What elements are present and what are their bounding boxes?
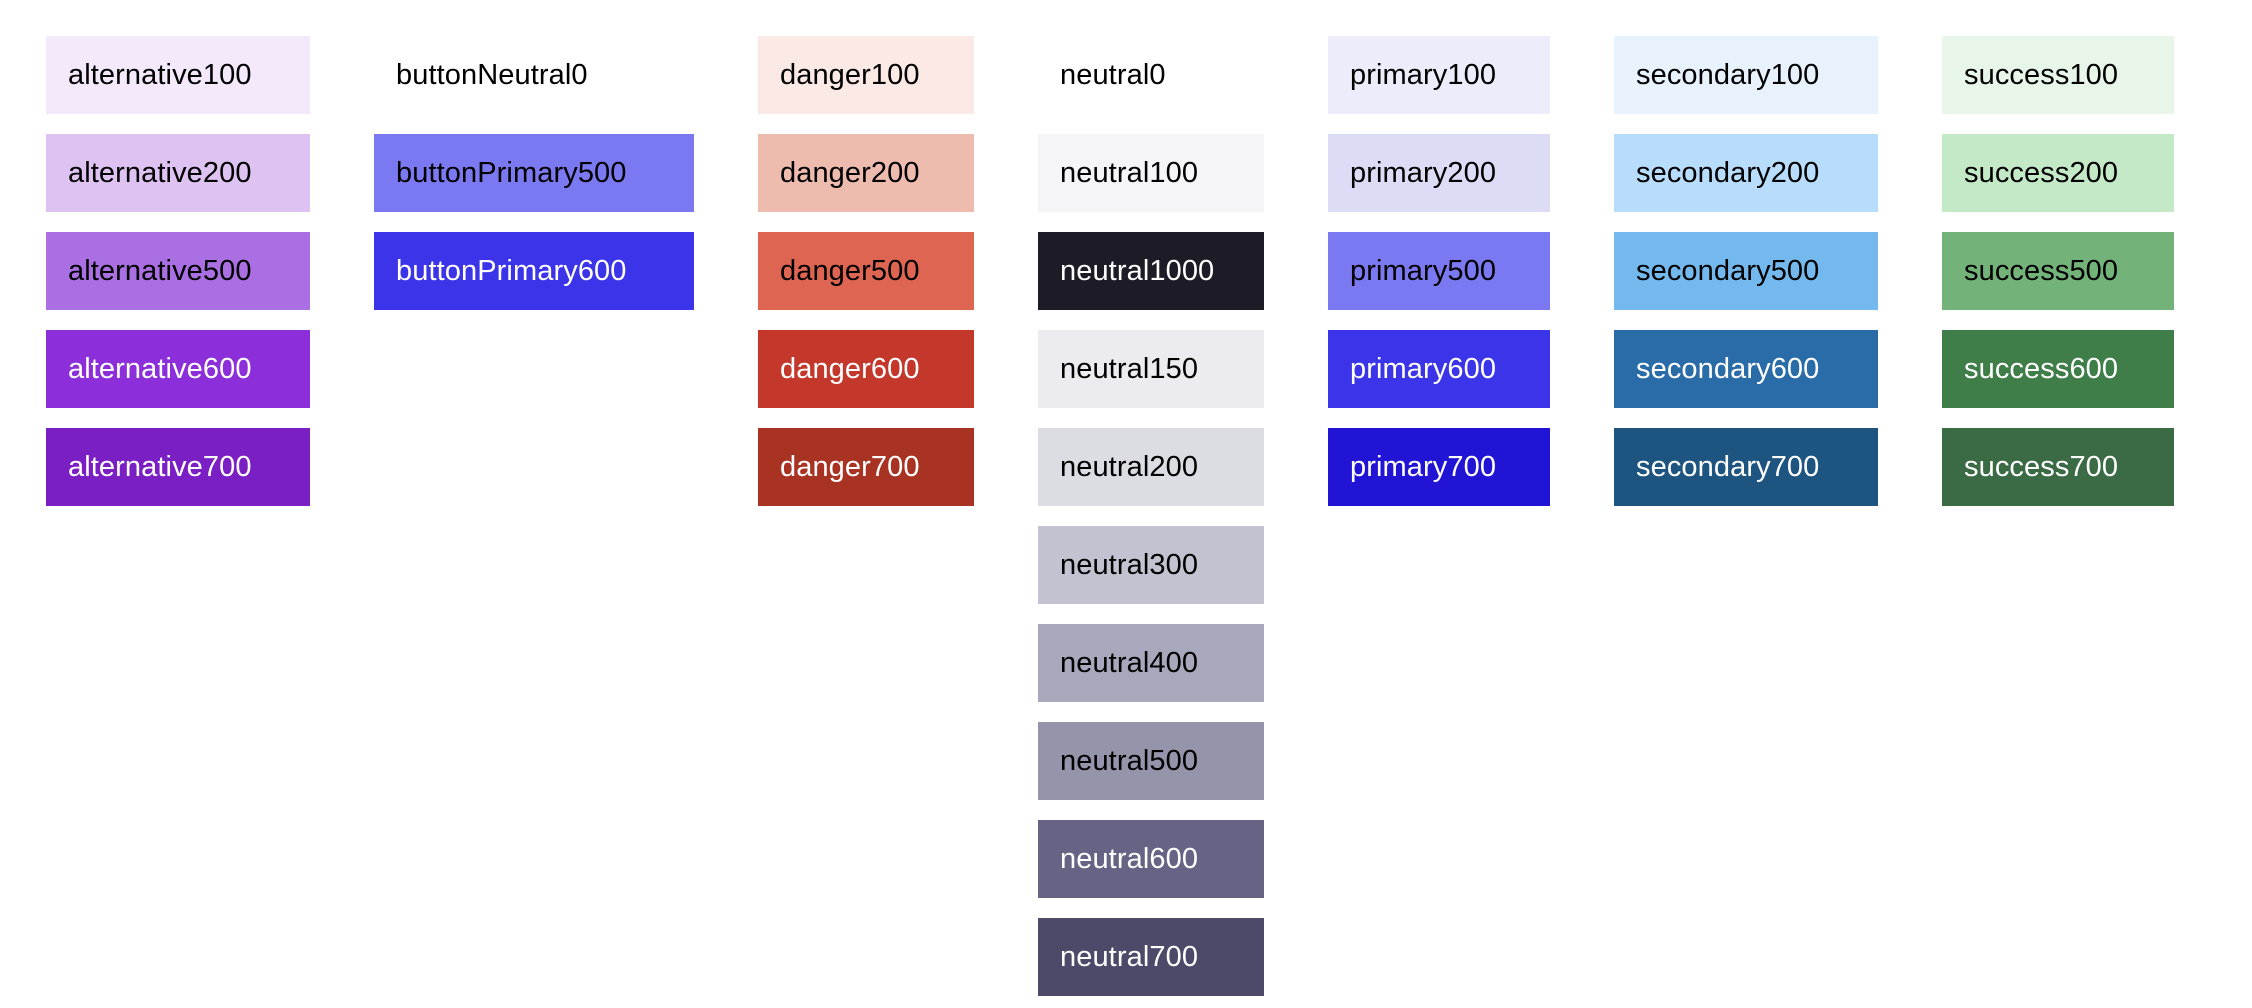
color-swatch[interactable]: buttonNeutral0 [374,36,694,114]
color-swatch-label: neutral200 [1060,450,1199,483]
color-column-danger: danger100 danger200 danger500 danger600 dang… [758,36,974,506]
color-swatch-label: primary700 [1350,450,1497,483]
color-swatch[interactable]: secondary500 [1614,232,1878,310]
color-swatch-label: danger100 [780,58,920,91]
color-swatch-label: neutral150 [1060,352,1199,385]
color-swatch-label: danger200 [780,156,920,189]
color-column-success: success100 success200 success500 success600… [1942,36,2174,506]
color-swatch-label: neutral700 [1060,940,1199,973]
color-swatch-label: neutral400 [1060,646,1199,679]
color-swatch-label: secondary700 [1636,450,1820,483]
color-swatch-label: success100 [1964,58,2119,91]
color-swatch[interactable]: success200 [1942,134,2174,212]
color-swatch[interactable]: neutral1000 [1038,232,1264,310]
color-swatch[interactable]: primary600 [1328,330,1550,408]
color-swatch-label: secondary100 [1636,58,1820,91]
color-swatch[interactable]: neutral200 [1038,428,1264,506]
color-swatch-label: neutral1000 [1060,254,1215,287]
color-swatch[interactable]: neutral150 [1038,330,1264,408]
color-swatch[interactable]: buttonPrimary500 [374,134,694,212]
color-swatch-label: alternative500 [68,254,252,287]
color-swatch-label: danger600 [780,352,920,385]
color-swatch-label: success500 [1964,254,2119,287]
color-swatch-label: buttonPrimary500 [396,156,627,189]
color-swatch-label: secondary600 [1636,352,1820,385]
color-column-alternative: alternative100 alternative200 alternative5… [46,36,310,506]
color-swatch[interactable]: danger200 [758,134,974,212]
color-swatch[interactable]: secondary700 [1614,428,1878,506]
color-column-secondary: secondary100 secondary200 secondary500 seco… [1614,36,1878,506]
color-swatch-label: primary500 [1350,254,1497,287]
color-swatch-label: alternative200 [68,156,252,189]
color-swatch[interactable]: neutral500 [1038,722,1264,800]
color-swatch-label: primary200 [1350,156,1497,189]
color-swatch-label: success700 [1964,450,2119,483]
color-swatch-label: neutral0 [1060,58,1166,91]
color-swatch[interactable]: primary200 [1328,134,1550,212]
color-swatch[interactable]: primary700 [1328,428,1550,506]
color-swatch[interactable]: neutral600 [1038,820,1264,898]
color-swatch[interactable]: danger600 [758,330,974,408]
color-swatch[interactable]: neutral700 [1038,918,1264,996]
color-column-button: buttonNeutral0 buttonPrimary500 buttonPrim… [374,36,694,310]
color-swatch[interactable]: neutral0 [1038,36,1264,114]
color-swatch-label: success200 [1964,156,2119,189]
color-swatch[interactable]: alternative500 [46,232,310,310]
color-swatch[interactable]: secondary600 [1614,330,1878,408]
color-swatch-label: alternative600 [68,352,252,385]
color-swatch[interactable]: success500 [1942,232,2174,310]
color-swatch-label: neutral100 [1060,156,1199,189]
color-swatch-label: buttonPrimary600 [396,254,627,287]
color-swatch-label: neutral500 [1060,744,1199,777]
color-swatch-label: neutral600 [1060,842,1199,875]
color-swatch[interactable]: neutral100 [1038,134,1264,212]
color-swatch[interactable]: success100 [1942,36,2174,114]
color-swatch-label: neutral300 [1060,548,1199,581]
color-swatch-label: danger500 [780,254,920,287]
color-swatch[interactable]: danger500 [758,232,974,310]
color-swatch[interactable]: secondary100 [1614,36,1878,114]
color-swatch[interactable]: neutral300 [1038,526,1264,604]
color-swatch[interactable]: buttonPrimary600 [374,232,694,310]
color-swatch[interactable]: alternative700 [46,428,310,506]
color-swatch-label: alternative100 [68,58,252,91]
color-swatch[interactable]: danger700 [758,428,974,506]
color-swatch-label: buttonNeutral0 [396,58,588,91]
color-swatch[interactable]: primary500 [1328,232,1550,310]
color-column-primary: primary100 primary200 primary500 primary600… [1328,36,1550,506]
color-swatch-label: danger700 [780,450,920,483]
color-swatch-label: primary600 [1350,352,1497,385]
color-swatch[interactable]: danger100 [758,36,974,114]
color-swatch[interactable]: primary100 [1328,36,1550,114]
color-swatch-label: secondary500 [1636,254,1820,287]
color-swatch[interactable]: alternative600 [46,330,310,408]
color-swatch[interactable]: neutral400 [1038,624,1264,702]
color-swatch-label: secondary200 [1636,156,1820,189]
color-column-neutral: neutral0 neutral100 neutral1000 neutral150 n… [1038,36,1264,996]
color-swatch-label: alternative700 [68,450,252,483]
color-swatch[interactable]: alternative100 [46,36,310,114]
color-swatch-label: primary100 [1350,58,1497,91]
color-swatch[interactable]: alternative200 [46,134,310,212]
color-swatch-label: success600 [1964,352,2119,385]
color-swatch[interactable]: success600 [1942,330,2174,408]
color-swatch[interactable]: success700 [1942,428,2174,506]
color-swatch[interactable]: secondary200 [1614,134,1878,212]
